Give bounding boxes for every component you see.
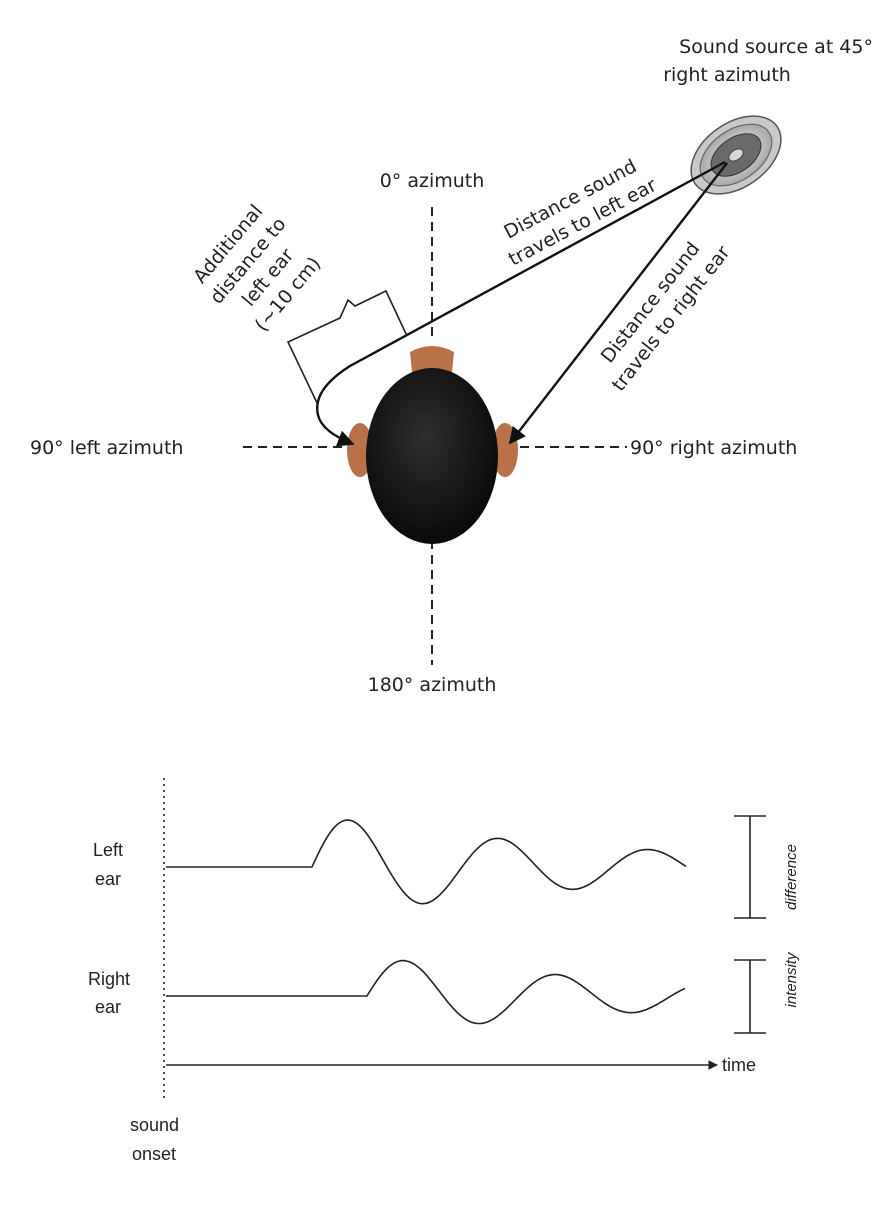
intensity-difference-bar-right bbox=[734, 959, 766, 1034]
intensity-difference-label: intensity difference bbox=[783, 844, 800, 1007]
source-label-line2: right azimuth bbox=[663, 64, 791, 86]
left-ear-waveform bbox=[166, 819, 687, 905]
path-to-right-ear-arrow bbox=[508, 162, 728, 445]
source-label-line1: Sound source at 45° bbox=[679, 36, 873, 58]
time-label: time bbox=[722, 1055, 756, 1075]
azimuth-180-label: 180° azimuth bbox=[368, 674, 497, 696]
intensity-difference-bar-left bbox=[734, 815, 766, 919]
left-ear-label-line1: Left bbox=[93, 840, 123, 860]
azimuth-right-label: 90° right azimuth bbox=[630, 437, 797, 459]
onset-label-line2: onset bbox=[132, 1144, 176, 1164]
left-ear-label-line2: ear bbox=[95, 869, 121, 889]
azimuth-0-label: 0° azimuth bbox=[380, 170, 485, 192]
head-icon bbox=[347, 346, 518, 544]
right-path-label: Distance sound travels to right ear bbox=[597, 238, 735, 396]
right-ear-label-line1: Right bbox=[88, 969, 130, 989]
right-ear-label-line2: ear bbox=[95, 997, 121, 1017]
additional-distance-label: Additional distance to left ear (~10 cm) bbox=[189, 201, 325, 336]
azimuth-left-label: 90° left azimuth bbox=[30, 437, 183, 459]
right-ear-waveform bbox=[166, 959, 686, 1025]
intensity-label-difference: difference bbox=[783, 844, 800, 910]
speaker-icon bbox=[690, 115, 782, 195]
path-to-left-ear-arrow bbox=[316, 160, 726, 447]
onset-label-line1: sound bbox=[130, 1115, 179, 1135]
additional-distance-bracket bbox=[286, 289, 408, 406]
intensity-label-intensity: intensity bbox=[783, 951, 800, 1008]
